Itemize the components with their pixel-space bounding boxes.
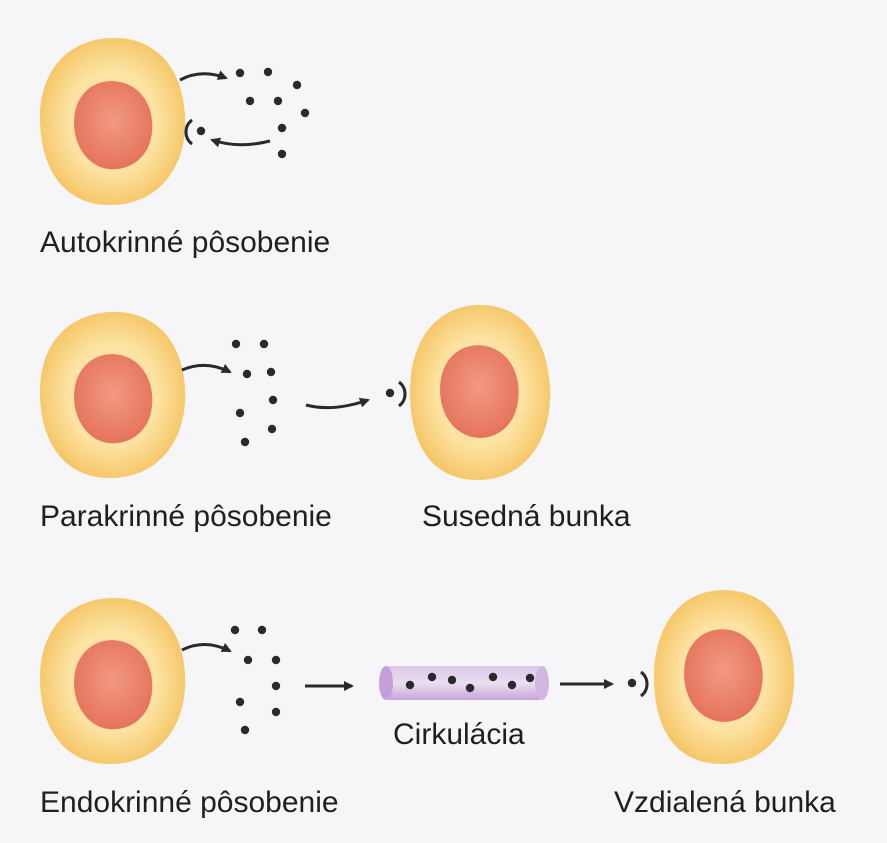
neighbor-cell-receptor xyxy=(385,380,407,408)
distant-cell xyxy=(654,589,795,764)
autocrine-cell xyxy=(40,37,186,206)
paracrine-nucleus xyxy=(74,354,153,444)
distant-cell-receptor xyxy=(627,670,649,698)
endocrine-label: Endokrinné pôsobenie xyxy=(40,786,339,819)
paracrine-signal-dots xyxy=(231,339,278,447)
autocrine-nucleus xyxy=(74,81,153,170)
neighbor-cell-nucleus xyxy=(440,345,519,438)
circulation-dots xyxy=(405,672,535,693)
neighbor-cell-label: Susedná bunka xyxy=(422,500,631,533)
autocrine-secretion-arrow xyxy=(179,70,228,82)
autocrine-return-arrow xyxy=(210,137,271,148)
circulation-label: Cirkulácia xyxy=(393,718,525,751)
paracrine-transport-arrow xyxy=(305,397,370,410)
endocrine-cell xyxy=(40,597,186,764)
distant-cell-label: Vzdialená bunka xyxy=(614,786,836,819)
endocrine-nucleus xyxy=(74,640,153,730)
endocrine-signal-dots xyxy=(230,625,281,735)
paracrine-label: Parakrinné pôsobenie xyxy=(40,500,332,533)
autocrine-label: Autokrinné pôsobenie xyxy=(40,226,331,259)
blood-vessel xyxy=(379,666,549,700)
autocrine-signal-dots xyxy=(235,67,310,159)
neighbor-cell xyxy=(410,304,551,480)
autocrine-receptor xyxy=(184,118,206,146)
distant-cell-nucleus xyxy=(684,629,763,722)
paracrine-cell xyxy=(40,311,186,478)
endocrine-secretion-arrow xyxy=(181,642,232,653)
paracrine-secretion-arrow xyxy=(181,363,232,374)
